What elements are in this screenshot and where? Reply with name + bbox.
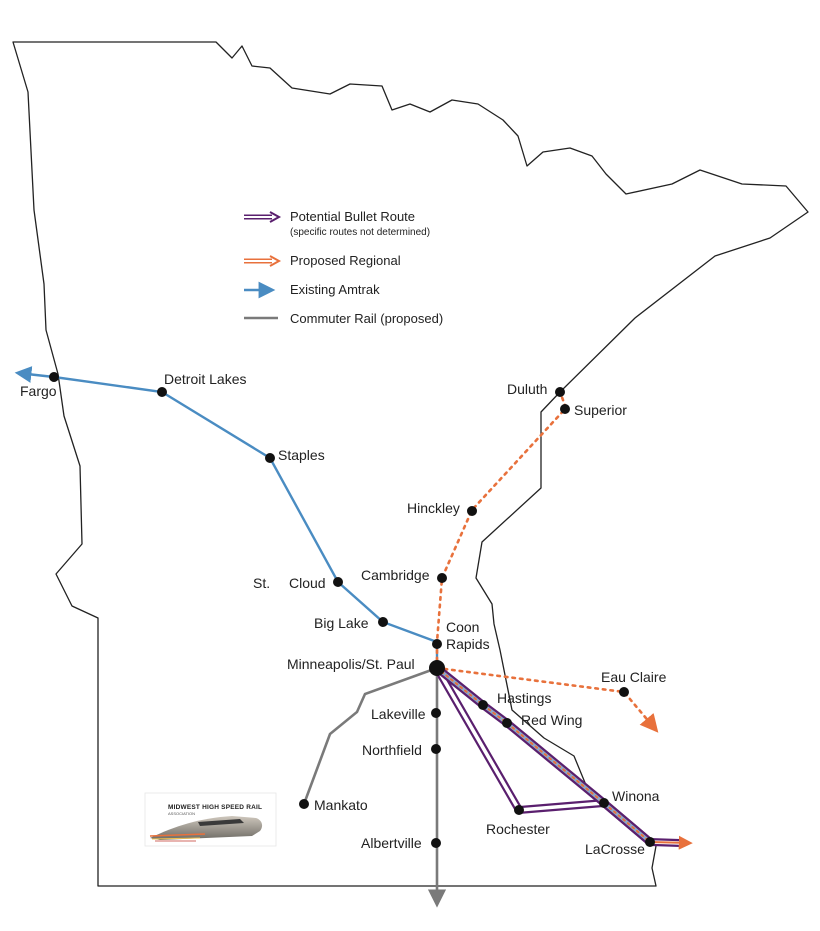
legend-bullet-swatch — [244, 211, 282, 223]
legend-regional-label: Proposed Regional — [290, 253, 401, 268]
city-label-big-lake: Big Lake — [314, 615, 369, 631]
city-dot-cambridge — [437, 573, 447, 583]
city-label-northfield: Northfield — [362, 742, 422, 758]
city-label-staples: Staples — [278, 447, 325, 463]
legend-bullet-sublabel: (specific routes not determined) — [290, 227, 430, 238]
legend-amtrak-label: Existing Amtrak — [290, 282, 380, 297]
legend-commuter-label: Commuter Rail (proposed) — [290, 311, 443, 326]
city-markers — [49, 372, 655, 848]
city-dot-staples — [265, 453, 275, 463]
legend: Potential Bullet Route (specific routes … — [244, 209, 443, 326]
city-label-albertville: Albertville — [361, 835, 422, 851]
city-dot-coon-rapids — [432, 639, 442, 649]
city-label-detroit-lakes: Detroit Lakes — [164, 371, 246, 387]
logo-subtitle: ASSOCIATION — [168, 811, 195, 816]
city-dot-big-lake — [378, 617, 388, 627]
city-dot-fargo — [49, 372, 59, 382]
minnesota-border — [12, 41, 809, 887]
city-dot-minneapolis — [429, 660, 445, 676]
city-label-st-cloud-cloud: Cloud — [289, 575, 326, 591]
city-dot-hastings — [478, 700, 488, 710]
city-dot-red-wing — [502, 718, 512, 728]
city-dot-mankato — [299, 799, 309, 809]
mhsra-logo: MIDWEST HIGH SPEED RAIL ASSOCIATION — [144, 792, 277, 847]
city-dot-lacrosse — [645, 837, 655, 847]
high-speed-train-icon — [149, 816, 263, 842]
city-label-lakeville: Lakeville — [371, 706, 426, 722]
logo-title: MIDWEST HIGH SPEED RAIL — [168, 804, 262, 811]
city-dot-eau-claire — [619, 687, 629, 697]
city-dot-detroit-lakes — [157, 387, 167, 397]
city-dot-duluth — [555, 387, 565, 397]
city-label-minneapolis: Minneapolis/St. Paul — [287, 656, 415, 672]
city-label-coon: Coon — [446, 619, 479, 635]
city-labels: Fargo Detroit Lakes Staples St. Cloud Bi… — [20, 371, 667, 857]
legend-bullet-label: Potential Bullet Route — [290, 209, 415, 224]
regional-route-eau-claire — [435, 666, 659, 733]
city-label-mankato: Mankato — [314, 797, 368, 813]
city-label-eau-claire: Eau Claire — [601, 669, 667, 685]
city-label-duluth: Duluth — [507, 381, 547, 397]
city-label-hinckley: Hinckley — [407, 500, 460, 516]
city-label-hastings: Hastings — [497, 690, 551, 706]
city-dot-superior — [560, 404, 570, 414]
city-dot-st-cloud — [333, 577, 343, 587]
city-label-st-cloud-st: St. — [253, 575, 270, 591]
city-label-rochester: Rochester — [486, 821, 550, 837]
city-dot-albertville — [431, 838, 441, 848]
city-label-superior: Superior — [574, 402, 627, 418]
legend-regional-swatch — [244, 255, 282, 267]
city-label-red-wing: Red Wing — [521, 712, 582, 728]
city-dot-rochester — [514, 805, 524, 815]
city-dot-hinckley — [467, 506, 477, 516]
city-label-rapids: Rapids — [446, 636, 490, 652]
city-dot-winona — [599, 798, 609, 808]
city-label-lacrosse: LaCrosse — [585, 841, 645, 857]
city-dot-lakeville — [431, 708, 441, 718]
commuter-route-mankato — [302, 666, 438, 805]
city-dot-northfield — [431, 744, 441, 754]
city-label-winona: Winona — [612, 788, 660, 804]
city-label-fargo: Fargo — [20, 383, 57, 399]
city-label-cambridge: Cambridge — [361, 567, 430, 583]
